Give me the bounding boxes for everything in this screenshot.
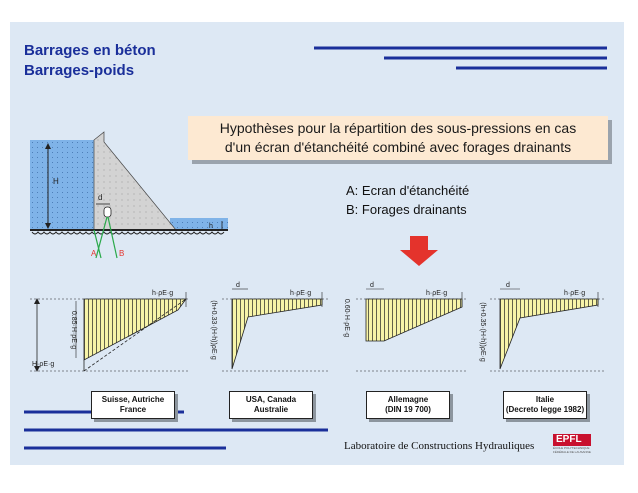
A-label: A <box>91 249 97 258</box>
legend-a: A: Ecran d'étanchéité <box>346 183 470 198</box>
diagram-suisse: H·ρE·g 0.85·H·ρE·g h·ρE·g <box>30 290 190 372</box>
country-line-2: France <box>119 405 147 414</box>
allemagne-value-label: 0.60·H·ρE·g <box>343 299 350 337</box>
suisse-top-label: h·ρE·g <box>152 290 173 297</box>
country-box-italie: Italie (Decreto legge 1982) <box>503 391 587 419</box>
diagram-allemagne: d 0.60·H·ρE·g h·ρE·g <box>343 282 466 372</box>
down-arrow <box>400 236 438 266</box>
upstream-water <box>30 140 94 230</box>
downstream-water <box>170 218 228 230</box>
hypothesis-line-2: d'un écran d'étanchéité combiné avec for… <box>224 139 572 155</box>
country-line-1: Suisse, Autriche <box>101 395 165 404</box>
ground-hatch <box>31 231 225 235</box>
country-line-1: Allemagne <box>387 395 429 404</box>
B-label: B <box>119 249 124 258</box>
title-line-1: Barrages en béton <box>24 42 156 59</box>
italie-top-label: h·ρE·g <box>564 290 585 297</box>
grout-curtain-A <box>93 229 102 259</box>
logo-text: EPFL <box>553 434 591 446</box>
hypothesis-box: Hypothèses pour la répartition des sous-… <box>188 116 608 160</box>
uplift-area-italie <box>499 298 599 370</box>
country-box-allemagne: Allemagne (DIN 19 700) <box>366 391 450 419</box>
hypothesis-line-1: Hypothèses pour la répartition des sous-… <box>219 120 577 136</box>
italie-d-label: d <box>506 282 510 289</box>
uplift-area-usa <box>231 298 323 370</box>
diagram-italie: d (h+0.35·(H-h))ρE·g h·ρE·g <box>479 282 604 372</box>
epfl-logo: EPFL ÉCOLE POLYTECHNIQUE FÉDÉRALE DE LAU… <box>553 434 591 454</box>
footer-text: Laboratoire de Constructions Hydraulique… <box>344 440 535 452</box>
suisse-value-label: 0.85·H·ρE·g <box>70 311 77 349</box>
logo-subtitle-1: ÉCOLE POLYTECHNIQUE <box>553 446 590 450</box>
title-line-2: Barrages-poids <box>24 62 135 79</box>
country-line-2: (Decreto legge 1982) <box>505 405 585 414</box>
logo-subtitle-2: FÉDÉRALE DE LAUSANNE <box>553 450 591 454</box>
dam-cross-section: H d A B h <box>30 131 228 259</box>
usa-value-label: (h+0.33·(H-h))ρE·g <box>210 300 217 360</box>
allemagne-d-label: d <box>370 282 374 289</box>
h-label: h <box>209 223 213 230</box>
allemagne-top-label: h·ρE·g <box>426 290 447 297</box>
usa-d-label: d <box>236 282 240 289</box>
d-label: d <box>98 193 102 202</box>
italie-value-label: (h+0.35·(H-h))ρE·g <box>479 302 486 362</box>
drainage-gallery <box>103 206 112 218</box>
country-line-2: (DIN 19 700) <box>385 405 431 414</box>
country-line-1: Italie <box>535 395 555 404</box>
country-line-2: Australie <box>253 405 289 414</box>
diagram-left-label: H·ρE·g <box>32 361 54 368</box>
diagram-usa: d (h+0.33·(H-h))ρE·g h·ρE·g <box>210 282 328 372</box>
drain-B-right <box>107 216 118 259</box>
drain-B-left <box>95 216 108 259</box>
uplift-area-suisse <box>83 298 187 361</box>
country-line-1: USA, Canada <box>245 395 297 404</box>
country-box-suisse: Suisse, Autriche France <box>91 391 175 419</box>
legend-b: B: Forages drainants <box>346 202 467 217</box>
usa-top-label: h·ρE·g <box>290 290 311 297</box>
H-label: H <box>53 177 59 186</box>
country-box-usa: USA, Canada Australie <box>229 391 313 419</box>
uplift-area-allemagne <box>365 298 463 342</box>
